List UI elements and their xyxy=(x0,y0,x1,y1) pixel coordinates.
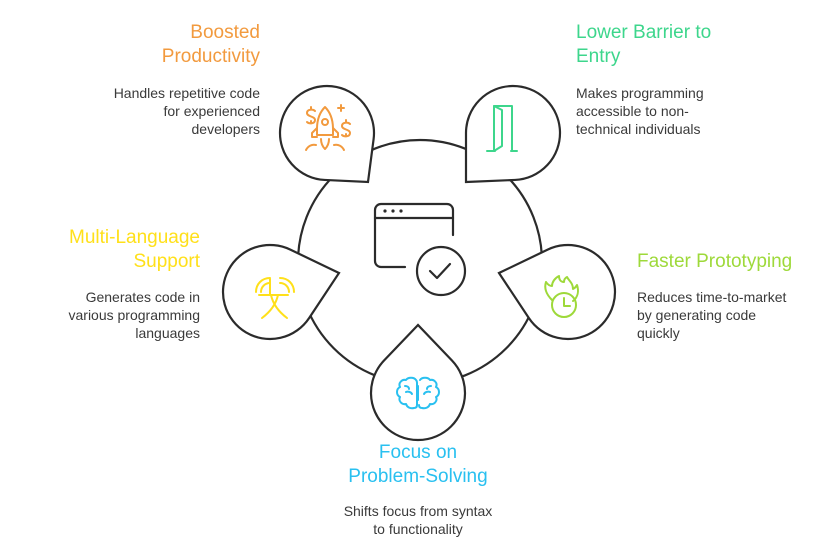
desc-line: by generating code xyxy=(637,307,757,323)
title-line: Entry xyxy=(576,46,621,67)
title-line: Focus on xyxy=(378,442,458,463)
fire-clock-icon xyxy=(544,275,579,318)
teardrop-faster-prototyping xyxy=(497,243,617,341)
desc-line: languages xyxy=(135,325,200,341)
teardrop-nodes xyxy=(221,84,617,442)
item-desc-boosted-productivity: Handles repetitive code for experienced … xyxy=(60,84,260,138)
title-line: Productivity xyxy=(161,46,260,67)
title-line: Multi-Language xyxy=(69,227,200,248)
item-title-multi-language: Multi-Language Support xyxy=(20,226,200,274)
rocket-dollar-icon xyxy=(305,104,351,151)
title-line: Faster Prototyping xyxy=(637,251,793,272)
brain-icon xyxy=(396,376,440,410)
item-desc-problem-solving: Shifts focus from syntax to functionalit… xyxy=(318,502,518,538)
item-desc-multi-language: Generates code in various programming la… xyxy=(20,288,201,342)
desc-line: to functionality xyxy=(373,521,463,537)
title-line: Lower Barrier to xyxy=(576,22,712,43)
desc-line: Generates code in xyxy=(85,289,200,305)
open-door-icon xyxy=(486,105,518,152)
desc-line: accessible to non- xyxy=(576,103,689,119)
language-translate-icon xyxy=(255,277,295,319)
title-line: Support xyxy=(133,251,200,272)
item-title-lower-barrier: Lower Barrier to Entry xyxy=(576,21,796,69)
title-line: Problem-Solving xyxy=(348,466,488,487)
item-title-boosted-productivity: Boosted Productivity xyxy=(60,21,260,69)
item-title-problem-solving: Focus on Problem-Solving xyxy=(318,441,518,489)
teardrop-problem-solving xyxy=(369,323,467,442)
title-line: Boosted xyxy=(190,22,260,43)
desc-line: various programming xyxy=(68,307,201,323)
item-desc-faster-prototyping: Reduces time-to-market by generating cod… xyxy=(637,288,827,342)
browser-window-check-icon xyxy=(373,202,467,297)
item-title-faster-prototyping: Faster Prototyping xyxy=(637,250,827,274)
desc-line: for experienced xyxy=(163,103,260,119)
desc-line: Shifts focus from syntax xyxy=(343,503,493,519)
desc-line: Handles repetitive code xyxy=(113,85,260,101)
desc-line: technical individuals xyxy=(576,121,701,137)
teardrop-multi-language xyxy=(221,243,341,341)
desc-line: Makes programming xyxy=(576,85,704,101)
desc-line: Reduces time-to-market xyxy=(637,289,787,305)
desc-line: quickly xyxy=(637,325,680,341)
item-desc-lower-barrier: Makes programming accessible to non- tec… xyxy=(576,84,796,138)
desc-line: developers xyxy=(191,121,261,137)
